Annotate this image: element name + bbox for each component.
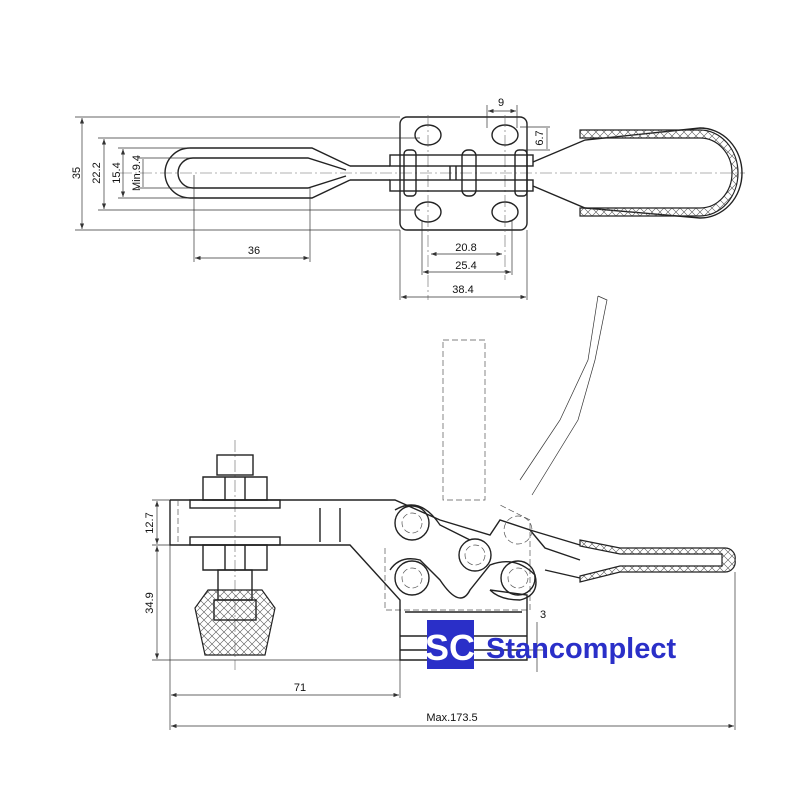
dim-20-8: 20.8 <box>455 242 476 254</box>
logo-mark: SC <box>425 627 475 668</box>
handle-grip-side <box>529 529 736 583</box>
dim-15-4: 15.4 <box>111 162 123 183</box>
spindle <box>189 454 281 656</box>
dim-38-4: 38.4 <box>452 284 473 296</box>
base-plate <box>399 116 528 231</box>
top-dimensions: 35 22.2 15.4 Min.9.4 36 20.8 25.4 <box>71 97 550 300</box>
dim-71: 71 <box>294 682 306 694</box>
dim-34-9: 34.9 <box>144 592 156 613</box>
dim-min-9-4: Min.9.4 <box>131 155 143 191</box>
stancomplect-logo: SC Stancomplect <box>425 620 676 669</box>
handle-grip-top <box>532 127 743 219</box>
open-position-ghost <box>384 295 608 611</box>
dim-3: 3 <box>540 609 546 621</box>
dim-25-4: 25.4 <box>455 260 476 272</box>
dim-max-173-5: Max.173.5 <box>426 712 477 724</box>
loop-bar <box>164 147 390 199</box>
logo-name: Stancomplect <box>486 633 676 665</box>
dim-22-2: 22.2 <box>91 162 103 183</box>
dim-12-7: 12.7 <box>144 512 156 533</box>
side-view: 12.7 34.9 71 Max.173.5 3 <box>144 295 736 730</box>
dim-6-7: 6.7 <box>534 130 546 145</box>
mounting-holes <box>414 115 519 300</box>
dim-36: 36 <box>248 245 260 257</box>
pivot-pins <box>394 505 536 596</box>
side-dimensions: 12.7 34.9 71 Max.173.5 3 <box>144 499 736 730</box>
dim-35: 35 <box>71 167 83 179</box>
linkage-bars <box>389 149 534 197</box>
dim-9: 9 <box>498 97 504 109</box>
top-view: 35 22.2 15.4 Min.9.4 36 20.8 25.4 <box>71 97 745 300</box>
linkage <box>389 504 537 601</box>
